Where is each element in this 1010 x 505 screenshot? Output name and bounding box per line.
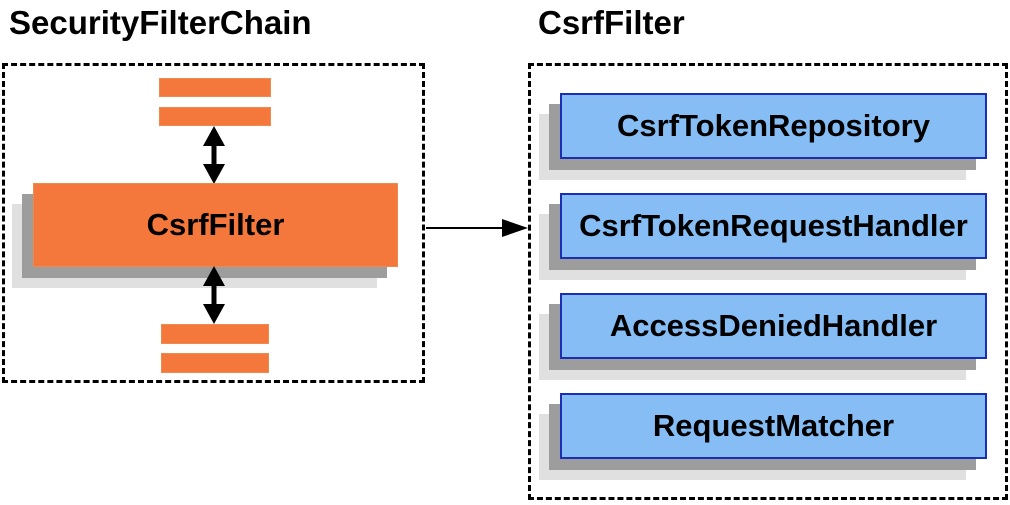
component-node-access-denied-handler: AccessDeniedHandler — [560, 293, 987, 359]
component-label: CsrfTokenRequestHandler — [579, 208, 968, 243]
component-label: AccessDeniedHandler — [609, 308, 938, 343]
double-arrow-icon — [203, 126, 225, 184]
security-filter-chain-title: SecurityFilterChain — [9, 4, 312, 41]
csrf-filter-title: CsrfFilter — [538, 4, 685, 41]
csrf-filter-label: CsrfFilter — [146, 207, 285, 242]
filter-placeholder-bar — [161, 353, 269, 373]
csrf-filter-node: CsrfFilter — [33, 183, 398, 267]
security-filter-chain-container — [2, 63, 425, 383]
double-arrow-icon — [203, 266, 225, 324]
filter-placeholder-bar — [161, 324, 269, 344]
component-node-request-matcher: RequestMatcher — [560, 393, 987, 459]
filter-placeholder-bar — [159, 78, 271, 97]
component-label: CsrfTokenRepository — [617, 108, 930, 143]
csrf-filter-components-container — [528, 63, 1008, 500]
filter-placeholder-bar — [159, 107, 271, 126]
flow-arrow-icon — [426, 219, 528, 237]
component-label: RequestMatcher — [652, 408, 895, 443]
component-node-csrf-token-repository: CsrfTokenRepository — [560, 93, 987, 159]
component-node-csrf-token-request-handler: CsrfTokenRequestHandler — [560, 193, 987, 259]
